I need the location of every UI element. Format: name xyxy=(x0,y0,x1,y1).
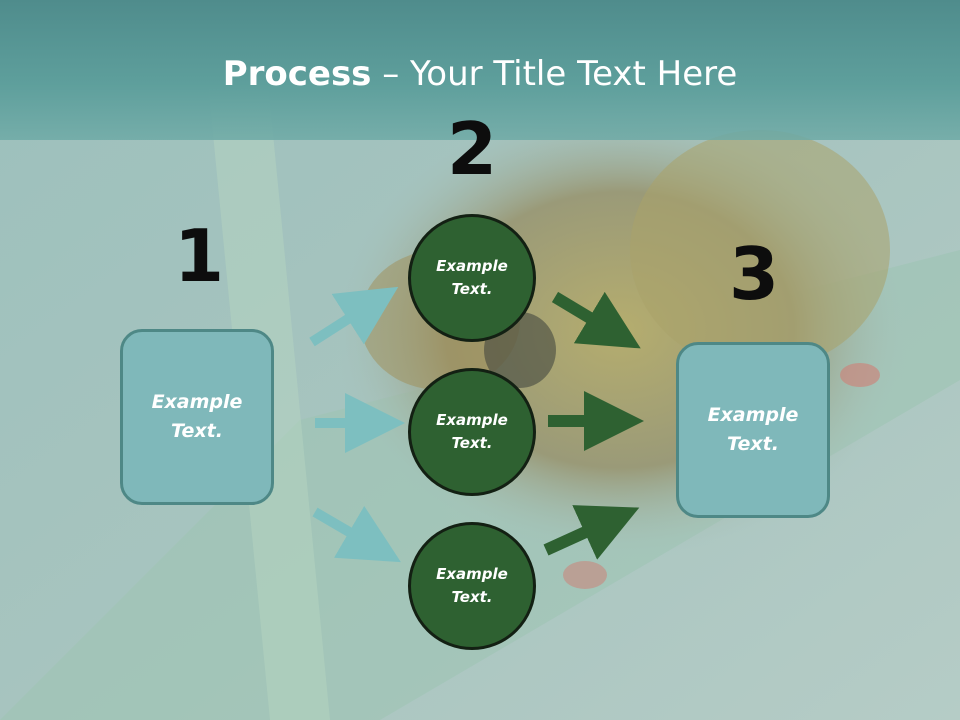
step-number-3: 3 xyxy=(728,232,780,316)
circle-bottom-text: Example Text. xyxy=(436,565,508,606)
step-3-text: Example Text. xyxy=(707,404,799,455)
step-number-2: 2 xyxy=(446,107,498,191)
circle-middle-text: Example Text. xyxy=(436,411,508,452)
step-2-circle-middle: Example Text. xyxy=(408,368,536,496)
step-3-box: Example Text. xyxy=(676,342,830,518)
step-1-text: Example Text. xyxy=(151,391,243,442)
circle-top-text: Example Text. xyxy=(436,257,508,298)
title-bar xyxy=(0,0,960,140)
step-2-circle-top: Example Text. xyxy=(408,214,536,342)
step-2-circle-bottom: Example Text. xyxy=(408,522,536,650)
step-number-1: 1 xyxy=(173,214,225,298)
step-1-box: Example Text. xyxy=(120,329,274,505)
title-rest: – Your Title Text Here xyxy=(371,54,738,94)
slide-title: Process – Your Title Text Here xyxy=(0,52,960,96)
title-bold: Process xyxy=(222,54,372,94)
